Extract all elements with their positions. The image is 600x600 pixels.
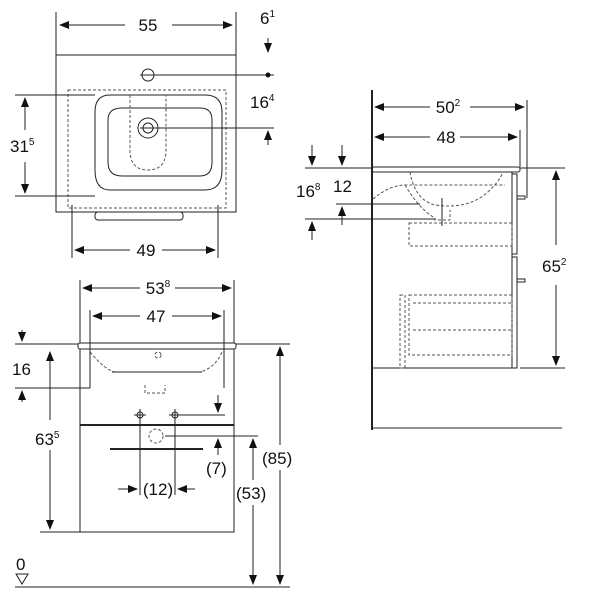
top-view: 55 61 164 315 49 <box>10 9 275 260</box>
dim-drain-offset: 164 <box>250 93 275 112</box>
dim-cabinet-height: 635 <box>35 430 60 449</box>
cabinet-body <box>79 348 235 533</box>
dim-drain-rise: (7) <box>206 459 227 478</box>
basin-outline <box>55 54 237 213</box>
dim-cabinet-depth: 48 <box>437 128 456 147</box>
dim-inner-width: 47 <box>147 307 166 326</box>
dim-top-width: 55 <box>139 16 158 35</box>
handle <box>94 211 184 221</box>
dim-drain-depth-a: 168 <box>296 182 321 201</box>
dim-cabinet-width: 538 <box>146 279 171 298</box>
dim-supply-spacing: (12) <box>143 480 173 499</box>
dim-total-depth: 502 <box>436 98 461 117</box>
dim-basin-depth: 16 <box>12 360 31 379</box>
dim-drain-depth-b: 12 <box>333 177 352 196</box>
dim-drain-height: (53) <box>236 484 266 503</box>
side-view: 502 48 168 12 652 <box>296 90 567 430</box>
front-view: 538 47 16 635 (7) (12) (85) (53) 0 <box>12 279 292 588</box>
dim-total-height: (85) <box>262 449 292 468</box>
dim-bowl-width: 49 <box>137 241 156 260</box>
dim-side-height: 652 <box>542 257 567 276</box>
bowl-outline <box>94 94 223 191</box>
dim-bowl-depth: 315 <box>10 137 35 156</box>
floor-level-icon <box>15 573 29 585</box>
countertop <box>77 342 237 350</box>
dim-tap-offset: 61 <box>260 9 275 28</box>
side-countertop <box>371 166 521 173</box>
basin-hidden-outline <box>67 89 227 209</box>
floor-level-label: 0 <box>16 555 25 574</box>
